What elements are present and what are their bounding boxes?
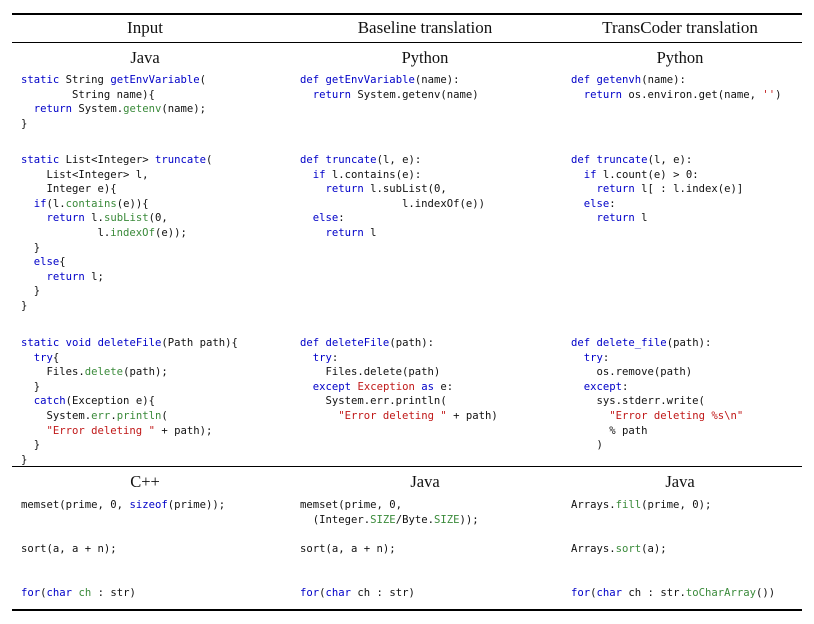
lang-transcoder-1: Python: [656, 48, 704, 67]
code-transcoder-memset: Arrays.fill(prime, 0);: [571, 499, 712, 511]
lang-input-1: Java: [130, 48, 160, 67]
code-input-memset: memset(prime, 0, sizeof(prime));: [21, 499, 226, 511]
code-baseline-memset: memset(prime, 0, (Integer.SIZE/Byte.SIZE…: [300, 499, 479, 526]
code-transcoder-getenv: def getenvh(name): return os.environ.get…: [571, 74, 782, 101]
code-transcoder-deletefile: def delete_file(path): try: os.remove(pa…: [571, 337, 744, 452]
code-baseline-for: for(char ch : str): [300, 587, 415, 599]
header-baseline: Baseline translation: [357, 18, 493, 37]
code-transcoder-for: for(char ch : str.toCharArray()): [571, 587, 776, 599]
code-input-deletefile: static void deleteFile(Path path){ try{ …: [21, 337, 238, 466]
lang-baseline-2: Java: [410, 472, 440, 491]
code-baseline-sort: sort(a, a + n);: [300, 543, 396, 555]
lang-baseline-1: Python: [401, 48, 449, 67]
code-input-sort: sort(a, a + n);: [21, 543, 117, 555]
code-baseline-truncate: def truncate(l, e): if l.contains(e): re…: [300, 154, 485, 239]
code-input-truncate: static List<Integer> truncate( List<Inte…: [21, 154, 213, 312]
section-divider-rule: [12, 466, 802, 467]
lang-transcoder-2: Java: [665, 472, 695, 491]
lang-input-2: C++: [130, 472, 160, 491]
top-rule: [12, 13, 802, 15]
header-rule: [12, 42, 802, 43]
code-transcoder-sort: Arrays.sort(a);: [571, 543, 667, 555]
code-input-for: for(char ch : str): [21, 587, 136, 599]
header-input: Input: [127, 18, 163, 37]
bottom-rule: [12, 609, 802, 611]
code-baseline-deletefile: def deleteFile(path): try: Files.delete(…: [300, 337, 498, 422]
code-transcoder-truncate: def truncate(l, e): if l.count(e) > 0: r…: [571, 154, 744, 225]
header-transcoder: TransCoder translation: [602, 18, 758, 37]
code-baseline-getenv: def getEnvVariable(name): return System.…: [300, 74, 479, 101]
code-input-getenv: static String getEnvVariable( String nam…: [21, 74, 207, 130]
